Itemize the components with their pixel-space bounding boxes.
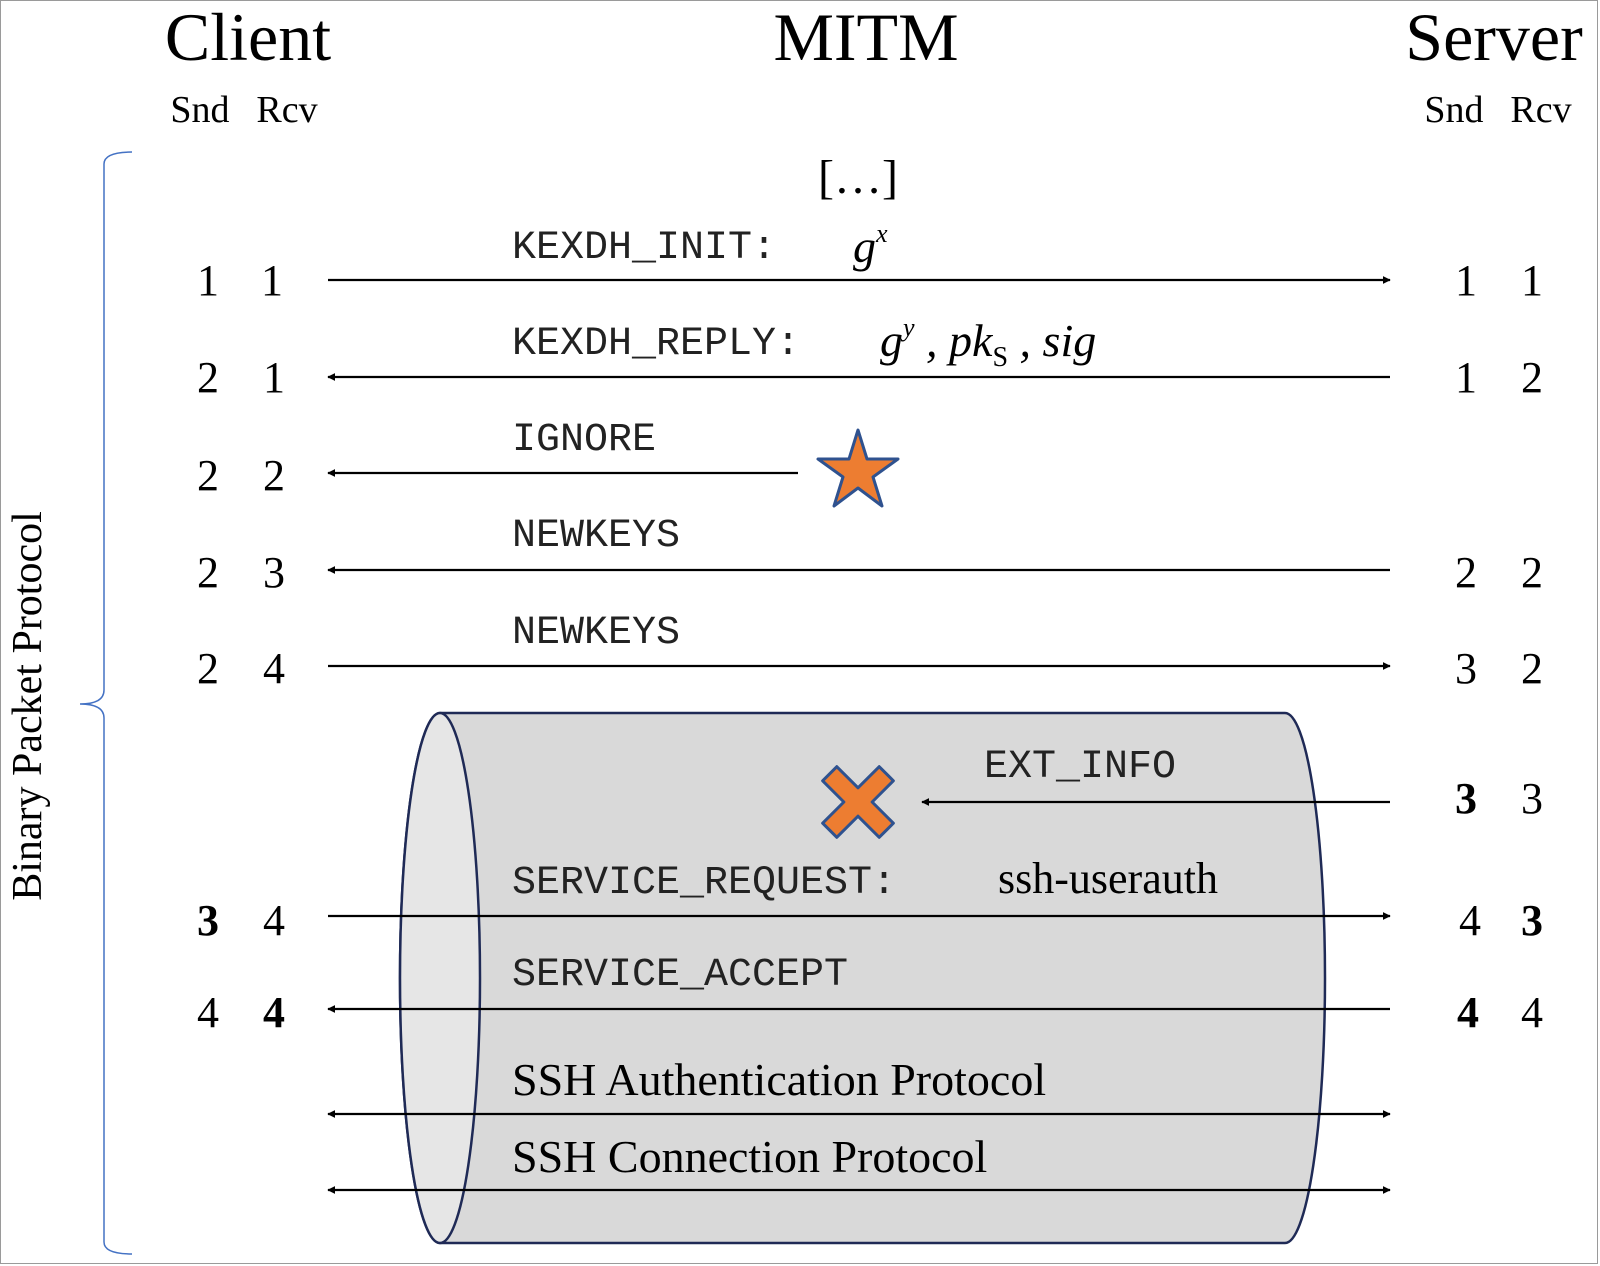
server-rcv-counter: 1	[1521, 256, 1543, 305]
tunnel-front-face	[398, 711, 482, 1245]
ssh-auth-label: SSH Authentication Protocol	[512, 1054, 1046, 1105]
client-rcv-counter: 4	[263, 896, 285, 945]
ellipsis: […]	[818, 151, 898, 204]
server-counters: 1 1 1 2 2 2 3 2 3 3 4 3 4 4	[1455, 256, 1543, 1037]
client-snd-counter-highlight: 3	[197, 896, 219, 945]
server-title: Server	[1405, 0, 1583, 75]
server-snd-counter-highlight: 3	[1455, 774, 1477, 823]
kexdh-init-gx: gx	[853, 219, 888, 272]
server-rcv-counter: 2	[1521, 353, 1543, 402]
client-rcv-counter: 1	[261, 256, 283, 305]
ignore-label: IGNORE	[512, 418, 656, 463]
server-snd-counter: 3	[1455, 644, 1477, 693]
mitm-title: MITM	[773, 0, 958, 75]
drop-cross-icon	[821, 765, 895, 839]
server-snd-counter: 4	[1459, 896, 1481, 945]
client-title: Client	[165, 0, 331, 75]
client-rcv-counter: 2	[263, 451, 285, 500]
service-request-label: SERVICE_REQUEST:	[512, 861, 896, 906]
server-rcv-counter: 2	[1521, 644, 1543, 693]
client-snd-counter: 4	[197, 988, 219, 1037]
client-snd-header: Snd	[170, 89, 229, 131]
client-rcv-counter: 1	[263, 353, 285, 402]
server-rcv-counter: 4	[1521, 988, 1543, 1037]
client-rcv-header: Rcv	[256, 89, 317, 131]
bpp-brace	[79, 151, 133, 1255]
server-snd-counter: 1	[1455, 256, 1477, 305]
client-snd-counter: 2	[197, 451, 219, 500]
kexdh-reply-label: KEXDH_REPLY:	[512, 322, 800, 367]
ext-info-label: EXT_INFO	[984, 745, 1176, 790]
client-counters: 1 1 2 1 2 2 2 3 2 4 3 4 4 4	[197, 256, 285, 1037]
server-rcv-counter: 3	[1521, 774, 1543, 823]
bpp-label: Binary Packet Protocol	[5, 511, 51, 901]
client-snd-counter: 1	[197, 256, 219, 305]
service-accept-label: SERVICE_ACCEPT	[512, 953, 848, 998]
server-rcv-counter: 2	[1521, 548, 1543, 597]
inject-star-icon	[816, 428, 900, 508]
client-snd-counter: 2	[197, 644, 219, 693]
server-snd-header: Snd	[1424, 89, 1483, 131]
server-rcv-counter-highlight: 3	[1521, 896, 1543, 945]
server-snd-counter-highlight: 4	[1457, 988, 1479, 1037]
client-snd-counter: 2	[197, 353, 219, 402]
newkeys-2-label: NEWKEYS	[512, 611, 680, 656]
newkeys-1-label: NEWKEYS	[512, 514, 680, 559]
service-request-arg: ssh-userauth	[998, 854, 1218, 903]
server-snd-counter: 1	[1455, 353, 1477, 402]
client-rcv-counter: 4	[263, 644, 285, 693]
ssh-conn-label: SSH Connection Protocol	[512, 1131, 987, 1182]
kexdh-init-label: KEXDH_INIT:	[512, 226, 776, 271]
kexdh-reply-params: gy , pkS , sig	[880, 313, 1096, 373]
client-snd-counter: 2	[197, 548, 219, 597]
server-rcv-header: Rcv	[1510, 89, 1571, 131]
client-rcv-counter-highlight: 4	[263, 988, 285, 1037]
client-rcv-counter: 3	[263, 548, 285, 597]
server-snd-counter: 2	[1455, 548, 1477, 597]
